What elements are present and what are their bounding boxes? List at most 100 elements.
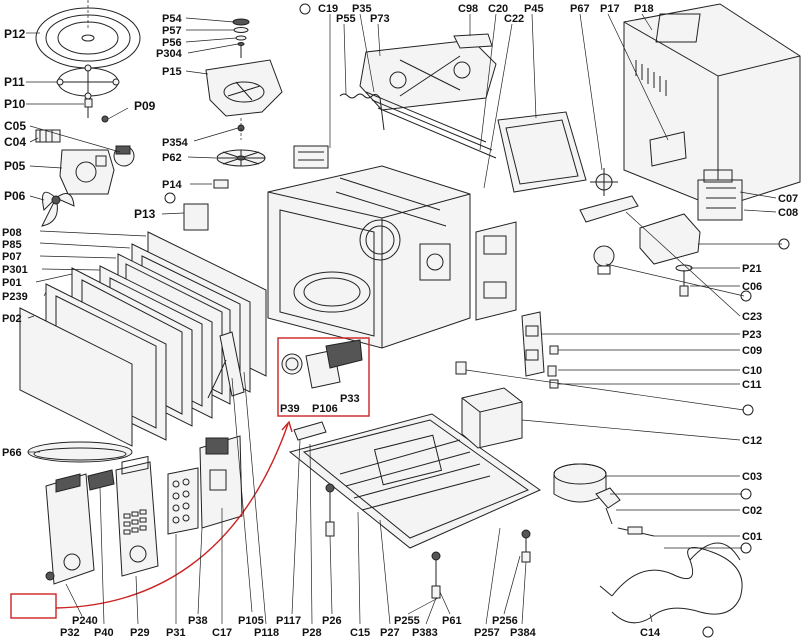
fan-blade-p06 [41, 191, 75, 227]
label-p301: P301 [2, 264, 28, 276]
label-c22: C22 [504, 13, 524, 25]
label-p54: P54 [162, 13, 182, 25]
label-p35: P35 [352, 3, 372, 15]
label-p10: P10 [4, 97, 26, 111]
pcb-p38 [199, 435, 243, 529]
label-p62: P62 [162, 152, 182, 164]
label-p117: P117 [276, 615, 301, 627]
highlight-box [277, 337, 370, 417]
feet-screws [325, 483, 531, 599]
label-c04: C04 [4, 135, 26, 149]
label-p118: P118 [254, 627, 279, 639]
roller-ring [56, 64, 120, 100]
stirrer-cap-p54 [232, 18, 250, 58]
label-p15: P15 [162, 66, 182, 78]
label-p27: P27 [380, 627, 400, 639]
label-c11: C11 [742, 379, 762, 391]
label-p105: P105 [238, 615, 264, 627]
label-p21: P21 [742, 263, 762, 275]
label-p02: P02 [2, 313, 22, 325]
door-glass-p02 [19, 307, 133, 447]
capacitor-clip-c02 [595, 487, 621, 525]
label-c19: C19 [318, 3, 338, 15]
bracket-c98 [453, 33, 493, 49]
label-c01: C01 [742, 531, 762, 543]
label-p23: P23 [742, 329, 762, 341]
label-p384: P384 [510, 627, 537, 639]
interlock-bracket-p23 [521, 311, 545, 377]
label-p304: P304 [156, 48, 183, 60]
small-part-p23 [455, 361, 467, 375]
label-c03: C03 [742, 471, 762, 483]
label-p33: P33 [340, 393, 360, 405]
label-c23: C23 [742, 311, 762, 323]
label-c20: C20 [488, 3, 508, 15]
label-p57: P57 [162, 25, 182, 37]
label-p28: P28 [302, 627, 322, 639]
label-p39: P39 [280, 403, 300, 415]
stirrer-fan-p62 [216, 118, 266, 167]
label-p18: P18 [634, 3, 654, 15]
bracket-c23 [579, 195, 639, 223]
label-c06: C06 [742, 281, 762, 293]
label-p13: P13 [134, 207, 156, 221]
label-p106: P106 [312, 403, 338, 415]
heater-tubes-p35 [365, 91, 497, 159]
screw-p09 [101, 107, 129, 123]
capacitor-c03 [553, 463, 607, 503]
label-c10: C10 [742, 365, 762, 377]
label-p240: P240 [72, 615, 98, 627]
label-p08: P08 [2, 227, 22, 239]
label-p11: P11 [4, 75, 25, 89]
part-labels: P12 P11 P10 P09 C05 C04 P05 P06 P54 P57 … [2, 3, 798, 639]
label-p55: P55 [336, 13, 356, 25]
label-p07: P07 [2, 251, 22, 263]
label-c07: C07 [778, 193, 798, 205]
label-p45: P45 [524, 3, 544, 15]
leader-lines [26, 13, 782, 625]
bracket-p117 [293, 421, 327, 441]
magnetron-c08 [697, 169, 743, 221]
label-p255: P255 [394, 615, 420, 627]
label-plate-p17 [649, 131, 687, 167]
label-p01: P01 [2, 277, 22, 289]
switch-housing-p33 [325, 339, 363, 369]
thermostat-p67 [590, 168, 618, 196]
outer-cabinet-p18 [623, 3, 801, 209]
label-p85: P85 [2, 239, 22, 251]
label-p61: P61 [442, 615, 462, 627]
turntable-base-p66 [27, 441, 133, 463]
fan-bracket-p05 [59, 149, 115, 195]
label-p14: P14 [162, 179, 182, 191]
label-p38: P38 [188, 615, 208, 627]
label-c05: C05 [4, 119, 26, 133]
terminal-block-c04 [35, 129, 61, 143]
turntable-coupler [84, 0, 93, 118]
label-p354: P354 [162, 137, 189, 149]
label-c02: C02 [742, 505, 762, 517]
red-callout-arrow [10, 420, 293, 619]
mica-sheet-p13 [161, 203, 209, 231]
label-p383: P383 [412, 627, 438, 639]
wire-harness-c14 [599, 542, 743, 624]
label-p239: P239 [2, 291, 28, 303]
keypad-p31 [167, 467, 199, 535]
label-p17: P17 [600, 3, 620, 15]
diode-c01 [617, 526, 655, 537]
label-p29: P29 [130, 627, 150, 639]
control-panel-p32 [45, 473, 95, 585]
label-p05: P05 [4, 159, 26, 173]
control-board-p29 [115, 455, 159, 577]
label-p73: P73 [370, 13, 390, 25]
latch-c17 [207, 331, 245, 399]
label-p257: P257 [474, 627, 500, 639]
label-c98: C98 [458, 3, 478, 15]
label-p06: P06 [4, 189, 26, 203]
label-p26: P26 [322, 615, 342, 627]
fuse-c19 [293, 145, 329, 169]
clip-p14 [190, 179, 229, 189]
label-p56: P56 [162, 37, 182, 49]
label-p31: P31 [166, 627, 186, 639]
transformer-c12 [461, 387, 523, 449]
